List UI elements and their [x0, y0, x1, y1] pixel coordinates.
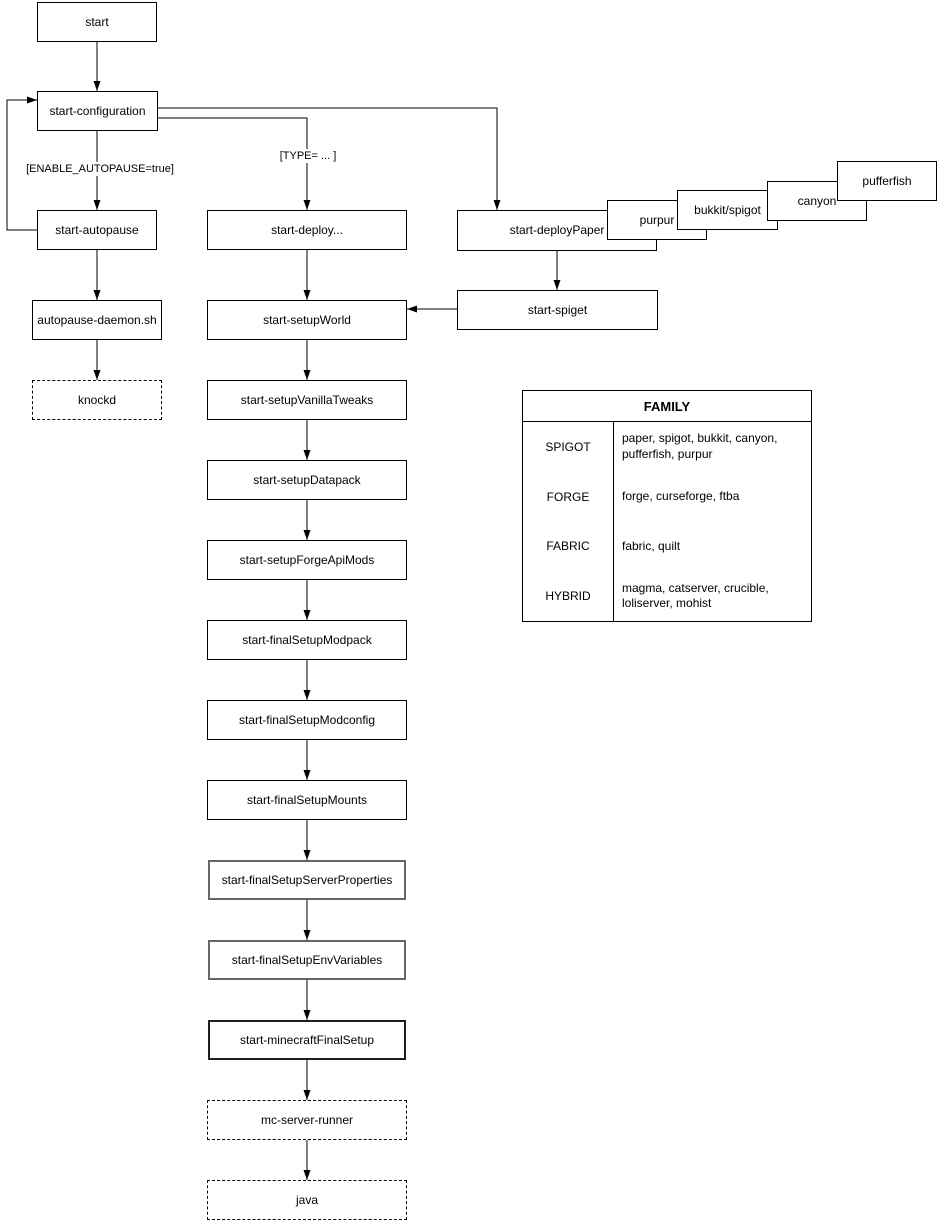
node-start-deploy: start-deploy... — [207, 210, 407, 250]
family-table-title: FAMILY — [523, 391, 811, 422]
edge-configuration-to-deploypaper — [158, 107, 501, 210]
family-table: FAMILY SPIGOT paper, spigot, bukkit, can… — [522, 390, 812, 622]
node-start-finalsetupmodpack: start-finalSetupModpack — [207, 620, 407, 660]
node-start: start — [37, 2, 157, 42]
node-start-setupworld: start-setupWorld — [207, 300, 407, 340]
edge-autopause-loop-to-configuration — [6, 96, 37, 231]
edge-configuration-to-deploy — [158, 117, 311, 210]
node-bukkit-spigot: bukkit/spigot — [677, 190, 778, 230]
family-name: HYBRID — [523, 571, 614, 621]
family-name: SPIGOT — [523, 422, 614, 472]
node-start-setupdatapack: start-setupDatapack — [207, 460, 407, 500]
node-start-setupforgeapimods: start-setupForgeApiMods — [207, 540, 407, 580]
node-start-finalsetupmounts: start-finalSetupMounts — [207, 780, 407, 820]
node-start-finalsetupenvvariables: start-finalSetupEnvVariables — [208, 940, 406, 980]
family-members: paper, spigot, bukkit, canyon, pufferfis… — [622, 431, 778, 461]
family-row-spigot: SPIGOT paper, spigot, bukkit, canyon, pu… — [523, 422, 811, 472]
family-row-forge: FORGE forge, curseforge, ftba — [523, 471, 811, 522]
node-start-spiget: start-spiget — [457, 290, 658, 330]
family-table-body: SPIGOT paper, spigot, bukkit, canyon, pu… — [523, 422, 811, 621]
node-start-finalsetupmodconfig: start-finalSetupModconfig — [207, 700, 407, 740]
node-knockd: knockd — [32, 380, 162, 420]
edge-label-type: [TYPE= ... ] — [277, 149, 339, 163]
family-row-hybrid: HYBRID magma, catserver, crucible, lolis… — [523, 571, 811, 621]
node-mc-server-runner: mc-server-runner — [207, 1100, 407, 1140]
node-start-configuration: start-configuration — [37, 91, 158, 131]
node-pufferfish: pufferfish — [837, 161, 937, 201]
family-name: FORGE — [523, 471, 614, 522]
edge-label-enable-autopause: [ENABLE_AUTOPAUSE=true] — [24, 162, 176, 176]
node-start-finalsetupserverproperties: start-finalSetupServerProperties — [208, 860, 406, 900]
family-members: magma, catserver, crucible, loliserver, … — [622, 580, 769, 611]
family-members: forge, curseforge, ftba — [622, 488, 740, 503]
node-autopause-daemon: autopause-daemon.sh — [32, 300, 162, 340]
node-start-autopause: start-autopause — [37, 210, 157, 250]
family-row-fabric: FABRIC fabric, quilt — [523, 521, 811, 572]
family-name: FABRIC — [523, 521, 614, 572]
node-canyon: canyon — [767, 181, 867, 221]
family-members: fabric, quilt — [622, 538, 681, 553]
node-java: java — [207, 1180, 407, 1220]
node-start-minecraftfinalsetup: start-minecraftFinalSetup — [208, 1020, 406, 1060]
node-start-setupvanillatweaks: start-setupVanillaTweaks — [207, 380, 407, 420]
